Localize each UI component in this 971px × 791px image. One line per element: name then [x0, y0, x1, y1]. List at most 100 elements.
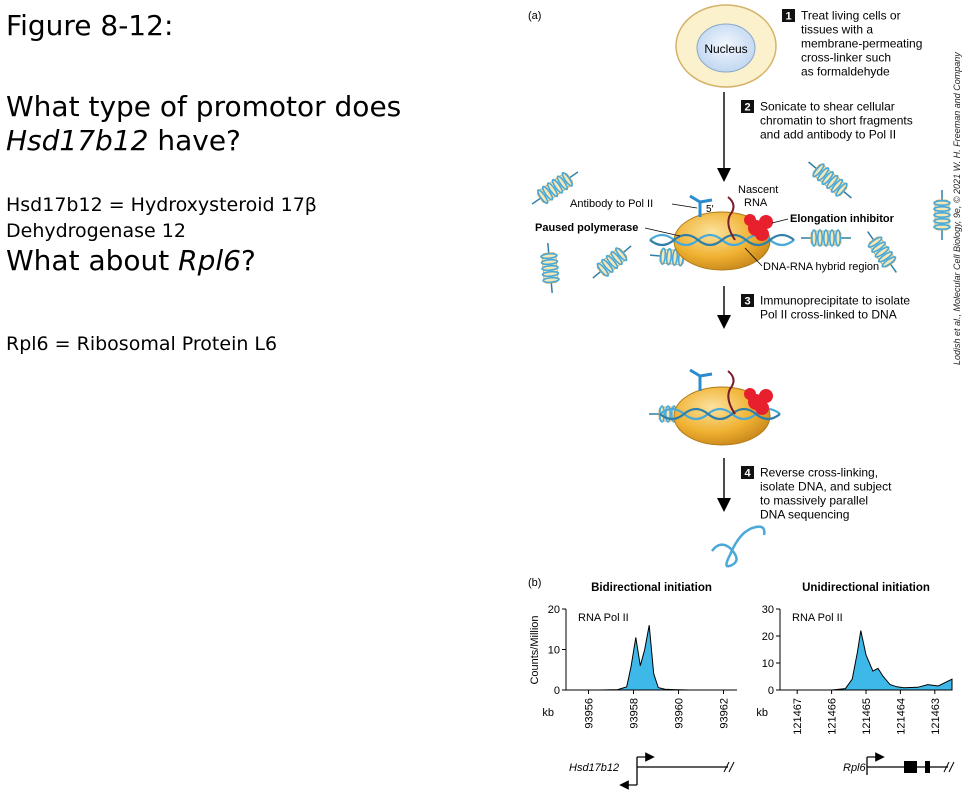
chromatin-fragments [531, 161, 951, 423]
step-1-line-5: as formaldehyde [801, 65, 890, 79]
nucleosome-fragment-icon [867, 231, 897, 273]
gene-1-definition-line-1: Hsd17b12 = Hydroxysteroid 17β [6, 194, 317, 216]
chart-2-xtick-label-0: 121467 [792, 698, 804, 735]
nascent-rna-icon [727, 196, 736, 241]
gene-label-rpl6: Rpl6 [843, 762, 867, 774]
polymerase-ip-icon [673, 386, 771, 446]
hsd17b12-break-icon [723, 761, 735, 773]
gene-1-definition: Hsd17b12 = Hydroxysteroid 17β Dehydrogen… [6, 192, 317, 244]
step-2-line-1: Sonicate to shear cellular [760, 100, 895, 114]
nucleosome-fragment-icon [531, 171, 579, 205]
paused-polymerase-leader [644, 227, 681, 237]
question-1-prefix: What type of promotor does [6, 90, 402, 123]
gene-diagram-rpl6: Rpl6 [843, 752, 955, 775]
isolated-dna-icon [710, 525, 766, 568]
nucleosome-fragment-icon [592, 245, 632, 279]
figure-heading: Figure 8-12: [6, 9, 174, 42]
dna-strand-ip-complement-icon [659, 407, 781, 421]
chart-1-ytick-label-2: 0 [554, 685, 560, 697]
y-axis-label: Counts/Million [529, 615, 541, 684]
step-2-line-3: and add antibody to Pol II [760, 128, 896, 142]
chart-1-xtick-label-3: 93962 [719, 698, 731, 729]
step-2-number: 2 [744, 102, 750, 114]
elongation-inhibitor-ip-icon [744, 388, 773, 415]
elongation-inhibitor-label: Elongation inhibitor [790, 213, 895, 225]
step-4-line-2: isolate DNA, and subject [760, 480, 892, 494]
nucleosome-fragment-icon [808, 161, 852, 199]
chart-1-xtick-label-1: 93958 [629, 698, 641, 729]
chart-2-xtick-label-3: 121464 [895, 698, 907, 735]
nascent-rna-label-1: Nascent [738, 184, 778, 196]
gene-1-definition-line-2: Dehydrogenase 12 [6, 220, 186, 242]
nucleus-icon [696, 23, 756, 73]
panel-a-label: (a) [528, 10, 541, 22]
elongation-inhibitor-icon [744, 214, 773, 241]
gene-diagram-hsd17b12: Hsd17b12 [569, 752, 735, 790]
chart-2-xtick-label-1: 121466 [827, 698, 839, 735]
nucleosome-fragment-icon [933, 190, 951, 240]
chart-2-xtick-label-2: 121465 [861, 698, 873, 735]
question-2: What about Rpl6? [6, 244, 256, 278]
chart-1-xtick-label-2: 93960 [674, 698, 686, 729]
question-2-prefix: What about [6, 244, 179, 277]
figure-credit: Lodish et al., Molecular Cell Biology, 9… [952, 52, 962, 365]
step-3-badge [741, 294, 754, 307]
rpl6-exon-2 [925, 761, 930, 773]
gene-label-hsd17b12: Hsd17b12 [569, 762, 619, 774]
step-1-line-3: membrane-permeating [801, 37, 922, 51]
step-1-line-1: Treat living cells or [801, 9, 901, 23]
chart-1-ytick-label-0: 20 [548, 604, 560, 616]
chart-1-series-label: RNA Pol II [578, 612, 629, 624]
chart-2-ytick-label-1: 20 [762, 631, 774, 643]
question-2-gene: Rpl6 [178, 244, 241, 277]
step-4-badge [741, 466, 754, 479]
chart-2-ytick-label-2: 10 [762, 658, 774, 670]
elongation-inhibitor-leader [771, 218, 789, 224]
step-4-number: 4 [744, 468, 751, 480]
five-prime-label: 5′ [706, 204, 714, 215]
chart-2-series-label: RNA Pol II [792, 612, 843, 624]
immunoprecipitated-complex [659, 368, 781, 446]
step-2-badge [741, 100, 754, 113]
chart-2-ytick-label-3: 0 [768, 685, 774, 697]
step-4-line-4: DNA sequencing [760, 508, 849, 522]
panel-b-label: (b) [528, 577, 541, 589]
nucleosome-fragment-icon [650, 247, 694, 267]
chart-2-title: Unidirectional initiation [802, 582, 930, 594]
step-3-number: 3 [744, 296, 750, 308]
antibody-icon [689, 194, 713, 217]
nascent-rna-label-2: RNA [744, 197, 768, 209]
hybrid-region-leader [744, 247, 763, 267]
step-4-line-1: Reverse cross-linking, [760, 466, 878, 480]
cell-illustration: Nucleus [675, 4, 777, 88]
nucleosome-fragment-icon [801, 229, 851, 247]
step-4: 4 Reverse cross-linking,isolate DNA, and … [741, 466, 892, 522]
chart-2-ytick-label-0: 30 [762, 604, 774, 616]
step-4-line-3: to massively parallel [760, 494, 868, 508]
step-1-badge [782, 9, 795, 22]
question-1-gene: Hsd17b12 [6, 124, 149, 157]
question-1: What type of promotor does Hsd17b12 have… [6, 90, 401, 158]
rpl6-exon-1 [904, 761, 917, 773]
step-3-line-2: Pol II cross-linked to DNA [760, 308, 897, 322]
chart-1-kb-label: kb [542, 707, 554, 719]
question-2-suffix: ? [240, 244, 256, 277]
step-2-line-2: chromatin to short fragments [760, 114, 913, 128]
rpl6-break-icon [943, 761, 955, 773]
question-1-suffix: have? [148, 124, 241, 157]
step-3-line-1: Immunoprecipitate to isolate [760, 294, 910, 308]
step-1-line-4: cross-linker such [801, 51, 891, 65]
chart-2-kb-label: kb [756, 707, 768, 719]
gene-2-definition: Rpl6 = Ribosomal Protein L6 [6, 333, 278, 355]
chart-2-area [780, 630, 953, 691]
step-1-number: 1 [785, 11, 791, 23]
paused-polymerase-label: Paused polymerase [535, 222, 638, 234]
dna-strand-complement-icon [649, 233, 795, 247]
